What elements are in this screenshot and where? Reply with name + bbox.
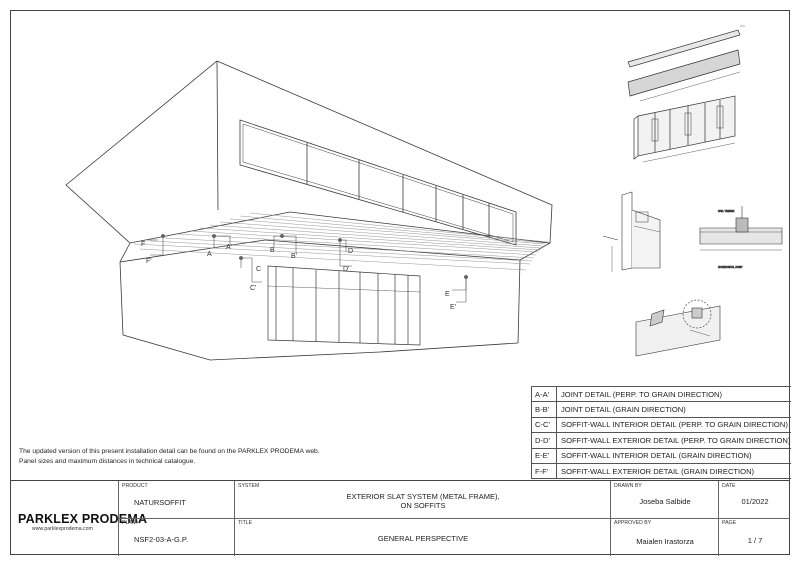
title-block: PARKLEX PRODEMA www.parklexprodema.com P… [10,480,790,556]
ground-line [122,334,519,361]
slat-profile-detail [627,25,745,102]
section-legend-table: A-A' JOINT DETAIL (PERP. TO GRAIN DIRECTI… [531,386,791,480]
soffit-slats [133,212,549,271]
section-label-a-prime: A' [226,244,232,251]
svg-text:PAN. TIMBER: PAN. TIMBER [718,209,734,213]
legend-text: JOINT DETAIL (PERP. TO GRAIN DIRECTION) [561,389,723,399]
section-labels: F F' A A' B B' C C' D D' E E' [141,241,456,311]
drawn-by-cell: DRAWN BY Joseba Salbide [610,481,718,518]
legend-code: F-F' [532,463,557,479]
legend-text: SOFFIT-WALL EXTERIOR DETAIL (GRAIN DIREC… [561,466,755,476]
legend-row: F-F' SOFFIT-WALL EXTERIOR DETAIL (GRAIN D… [532,463,791,480]
approved-by-cell: APPROVED BY Maialen Irastorza [610,518,718,556]
system-value-line2: ON SOFFITS [400,501,446,510]
building-upper-block [65,60,553,244]
legend-row: D-D' SOFFIT-WALL EXTERIOR DETAIL (PERP. T… [532,433,791,449]
legend-text: SOFFIT-WALL INTERIOR DETAIL (PERP. TO GR… [561,420,788,430]
legend-row: C-C' SOFFIT-WALL INTERIOR DETAIL (PERP. T… [532,417,791,434]
soffit-wall-detail [602,191,661,272]
title-block-divider [118,518,790,519]
page-value: 1 / 7 [747,536,763,545]
general-perspective-drawing: F F' A A' B B' C C' D D' E E' [65,25,783,361]
clip-fixing-detail [635,299,721,357]
legend-row: E-E' SOFFIT-WALL INTERIOR DETAIL (GRAIN D… [532,448,791,464]
section-label-e-prime: E' [450,304,456,311]
section-label-c-prime: C' [250,285,256,292]
system-value-line1: EXTERIOR SLAT SYSTEM (METAL FRAME), [346,492,500,501]
slat-assembly-detail [633,95,736,163]
section-label-a: A [207,251,212,258]
page-cell: PAGE 1 / 7 [718,518,790,556]
date-label: DATE [722,483,736,489]
plan-cell: PLAN# NSF2-03-A-G.P. [118,518,234,556]
building-front-edge [216,60,219,211]
svg-text:HORIZONTAL JOINT: HORIZONTAL JOINT [718,265,743,269]
drawn-by-value: Joseba Salbide [639,497,691,506]
section-label-e: E [445,291,450,298]
section-label-c: C [256,266,261,273]
date-value: 01/2022 [741,497,769,506]
system-cell: SYSTEM EXTERIOR SLAT SYSTEM (METAL FRAME… [234,481,610,518]
product-label: PRODUCT [122,483,148,489]
legend-code: E-E' [532,448,557,463]
legend-code: B-B' [532,402,557,417]
drawn-by-label: DRAWN BY [614,483,642,489]
product-value: NATURSOFFIT [134,498,186,507]
legend-code: A-A' [532,387,557,402]
product-cell: PRODUCT NATURSOFFIT [118,481,234,518]
ribbon-window [239,119,517,246]
title-cell: TITLE GENERAL PERSPECTIVE [234,518,610,556]
section-label-d-prime: D' [343,266,349,273]
horizontal-joint-detail: PAN. TIMBER HORIZONTAL JOINT [699,206,783,269]
soffit-back-edge [119,239,521,263]
company-website: www.parklexprodema.com [32,526,93,532]
building-volume [65,60,553,361]
legend-row: A-A' JOINT DETAIL (PERP. TO GRAIN DIRECTI… [532,387,791,403]
legend-text: SOFFIT-WALL EXTERIOR DETAIL (PERP. TO GR… [561,435,791,445]
section-label-f: F [141,241,145,248]
glazed-facade [267,265,421,346]
legend-code: D-D' [532,433,557,448]
legend-row: B-B' JOINT DETAIL (GRAIN DIRECTION) [532,402,791,418]
approved-by-label: APPROVED BY [614,520,652,526]
page-label: PAGE [722,520,737,526]
legend-text: SOFFIT-WALL INTERIOR DETAIL (GRAIN DIREC… [561,451,752,461]
date-cell: DATE 01/2022 [718,481,790,518]
title-value: GENERAL PERSPECTIVE [377,534,469,543]
plan-value: NSF2-03-A-G.P. [134,535,189,544]
legend-text: JOINT DETAIL (GRAIN DIRECTION) [561,405,686,415]
left-wall [119,242,131,336]
section-label-b: B [270,247,275,254]
system-label: SYSTEM [238,483,260,489]
section-markers [147,234,468,303]
drawing-sheet-frame [10,10,790,555]
approved-by-value: Maialen Irastorza [636,537,694,546]
title-label: TITLE [238,520,253,526]
section-label-d: D [348,248,353,255]
catalogue-note: Panel sizes and maximum distances in tec… [19,458,196,465]
company-logo: PARKLEX PRODEMA [18,512,148,526]
section-label-f-prime: F' [146,258,152,265]
plan-label: PLAN# [122,520,139,526]
section-label-b-prime: B' [291,253,297,260]
legend-code: C-C' [532,417,557,433]
update-note: The updated version of this present inst… [19,448,320,455]
